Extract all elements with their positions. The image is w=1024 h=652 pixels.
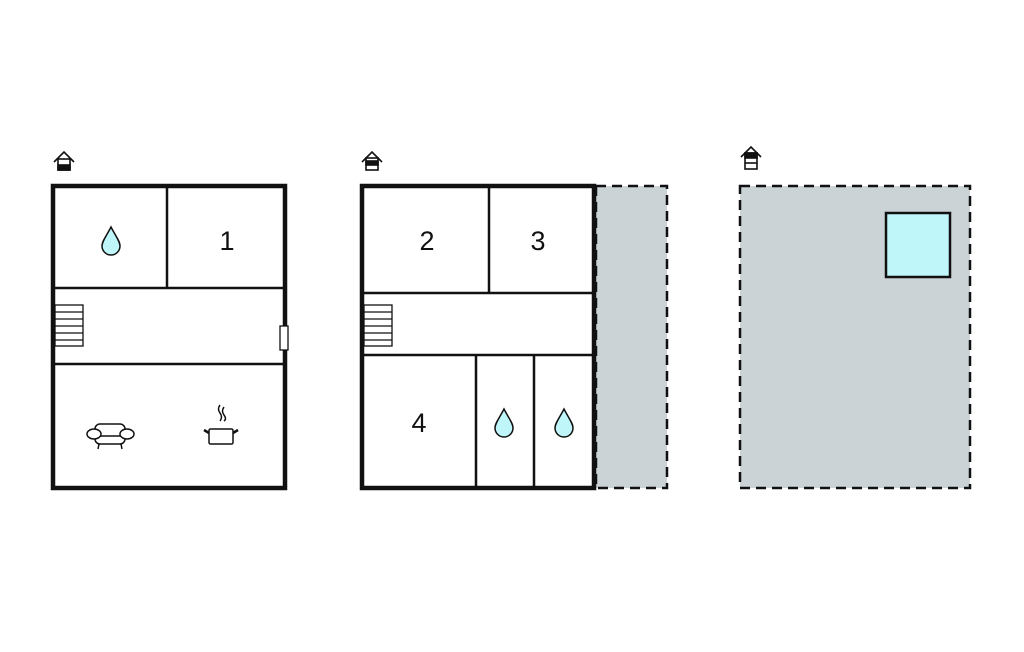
room-label: 1 (219, 226, 234, 256)
ground-floor-plan: 1 (50, 150, 289, 491)
outer-wall (50, 183, 288, 491)
sofa-icon (86, 423, 135, 450)
door-icon (279, 325, 289, 351)
cooking-pot-icon (203, 404, 239, 445)
first-floor-icon (361, 150, 383, 171)
outdoor-plan (738, 145, 972, 490)
stairs-icon (54, 304, 84, 347)
room-label: 3 (530, 226, 545, 256)
pool-icon (884, 211, 952, 279)
ground-floor-icon (53, 150, 75, 171)
room-label: 4 (411, 408, 426, 438)
stairs-icon (363, 304, 393, 347)
first-floor-plan: 2 3 4 (359, 150, 669, 491)
second-floor-icon (740, 145, 762, 170)
room-label: 2 (419, 226, 434, 256)
terrace-area (594, 184, 669, 490)
outer-wall (359, 183, 597, 491)
